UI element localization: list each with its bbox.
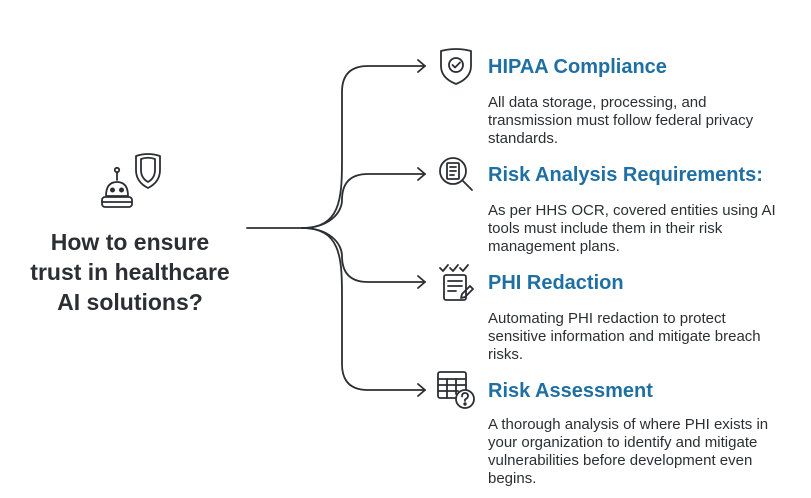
shield-check-icon <box>440 48 472 85</box>
connector-branch-4 <box>301 227 426 391</box>
connector-branch-3 <box>301 227 426 283</box>
item-title-risk-analysis: Risk Analysis Requirements: <box>488 164 763 186</box>
question-line-1: How to ensure <box>50 229 210 255</box>
checklist-document-icon <box>439 264 474 301</box>
connector-branch-2 <box>301 173 426 229</box>
item-title-phi-redaction: PHI Redaction <box>488 272 624 294</box>
document-magnifier-icon <box>439 157 473 191</box>
item-title-hipaa: HIPAA Compliance <box>488 56 667 78</box>
connector-branch-1 <box>301 65 426 229</box>
item-desc-risk-analysis: As per HHS OCR, covered entities using A… <box>488 202 776 255</box>
item-desc-phi-redaction: Automating PHI redaction to protect sens… <box>488 310 761 363</box>
robot-shield-icon <box>101 153 161 208</box>
arrowhead-3 <box>417 275 426 289</box>
arrowhead-4 <box>417 383 426 397</box>
item-title-risk-assessment: Risk Assessment <box>488 380 653 402</box>
main-question: How to ensure trust in healthcare AI sol… <box>10 227 250 317</box>
arrowhead-1 <box>417 59 426 73</box>
arrowhead-2 <box>417 167 426 181</box>
item-desc-hipaa: All data storage, processing, and transm… <box>488 94 754 147</box>
table-question-icon <box>437 371 475 409</box>
item-desc-risk-assessment: A thorough analysis of where PHI exists … <box>488 416 769 487</box>
question-line-3: AI solutions? <box>57 289 203 315</box>
question-line-2: trust in healthcare <box>30 259 230 285</box>
